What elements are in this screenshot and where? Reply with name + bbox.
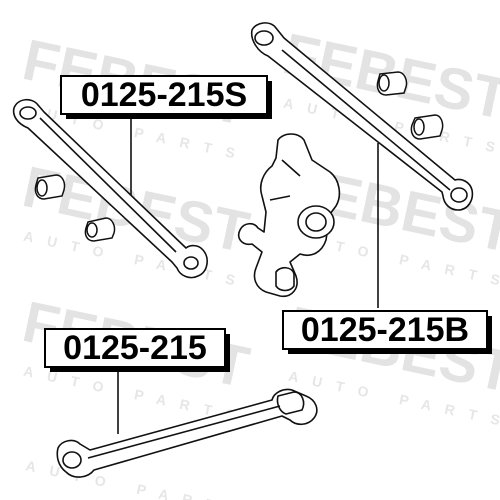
bushing-left-2	[84, 217, 116, 242]
label-0125-215-wrap: 0125-215	[44, 328, 230, 372]
steering-knuckle	[237, 133, 341, 298]
part-label-0125-215s: 0125-215S	[60, 75, 272, 119]
part-number-text: 0125-215B	[300, 311, 470, 349]
bushing-left-1	[34, 174, 66, 200]
part-number-text: 0125-215S	[80, 76, 248, 114]
part-label-0125-215: 0125-215	[44, 328, 230, 372]
control-arm-215b	[250, 22, 474, 211]
part-number-text: 0125-215	[63, 329, 207, 367]
part-label-0125-215b: 0125-215B	[282, 310, 492, 354]
bushing-right-1	[376, 71, 408, 96]
bushing-right-2	[410, 114, 444, 140]
label-0125-215s-wrap: 0125-215S	[60, 75, 272, 119]
label-0125-215b-wrap: 0125-215B	[282, 310, 492, 354]
control-arm-215s	[12, 98, 208, 279]
control-arm-215	[56, 388, 318, 478]
